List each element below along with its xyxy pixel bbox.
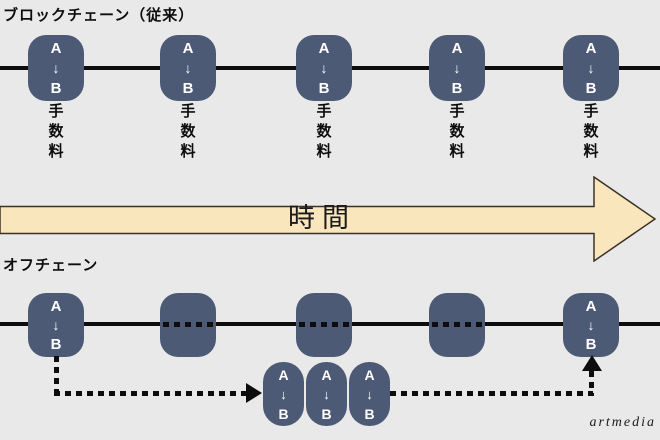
- right-arrowhead-icon: [246, 383, 262, 403]
- receiver-label: B: [364, 406, 375, 422]
- offchain-empty-node: [160, 293, 216, 357]
- receiver-label: B: [182, 80, 194, 97]
- sender-label: A: [321, 367, 332, 383]
- down-arrow-icon: ↓: [587, 60, 595, 76]
- down-arrow-icon: ↓: [320, 60, 328, 76]
- time-arrow: [0, 176, 657, 262]
- receiver-label: B: [585, 80, 597, 97]
- blockchain-transaction-node: A ↓ B: [429, 35, 485, 101]
- blockchain-transaction-node: A ↓ B: [160, 35, 216, 101]
- down-arrow-icon: ↓: [366, 386, 373, 402]
- dotted-skip-line: [432, 322, 482, 327]
- sender-label: A: [585, 298, 597, 315]
- sender-label: A: [585, 40, 597, 57]
- offchain-empty-node: [296, 293, 352, 357]
- offchain-section-title: オフチェーン: [3, 257, 99, 274]
- fee-label: 手数料: [180, 103, 196, 160]
- blockchain-transaction-node: A ↓ B: [296, 35, 352, 101]
- dotted-path-horizontal-right: [390, 391, 593, 396]
- receiver-label: B: [50, 80, 62, 97]
- down-arrow-icon: ↓: [52, 60, 60, 76]
- fee-label: 手数料: [48, 103, 64, 160]
- dotted-skip-line: [163, 322, 213, 327]
- offchain-start-node: A ↓ B: [28, 293, 84, 357]
- receiver-label: B: [585, 336, 597, 353]
- offchain-batched-transaction: A ↓ B: [263, 362, 304, 426]
- blockchain-transaction-node: A ↓ B: [28, 35, 84, 101]
- up-arrowhead-icon: [582, 355, 602, 371]
- receiver-label: B: [318, 80, 330, 97]
- sender-label: A: [318, 40, 330, 57]
- down-arrow-icon: ↓: [323, 386, 330, 402]
- sender-label: A: [364, 367, 375, 383]
- fee-label: 手数料: [583, 103, 599, 160]
- dotted-path-horizontal-left: [54, 391, 248, 396]
- blockchain-transaction-node: A ↓ B: [563, 35, 619, 101]
- dotted-path-down: [54, 356, 59, 394]
- down-arrow-icon: ↓: [52, 317, 60, 333]
- offchain-batched-transaction: A ↓ B: [306, 362, 347, 426]
- dotted-path-up: [589, 371, 594, 396]
- fee-label: 手数料: [449, 103, 465, 160]
- offchain-empty-node: [429, 293, 485, 357]
- sender-label: A: [50, 298, 62, 315]
- receiver-label: B: [278, 406, 289, 422]
- down-arrow-icon: ↓: [280, 386, 287, 402]
- down-arrow-icon: ↓: [453, 60, 461, 76]
- sender-label: A: [451, 40, 463, 57]
- receiver-label: B: [451, 80, 463, 97]
- fee-label: 手数料: [316, 103, 332, 160]
- dotted-skip-line: [299, 322, 349, 327]
- offchain-batched-transaction: A ↓ B: [349, 362, 390, 426]
- offchain-end-node: A ↓ B: [563, 293, 619, 357]
- down-arrow-icon: ↓: [587, 317, 595, 333]
- sender-label: A: [182, 40, 194, 57]
- watermark: artmedia: [589, 415, 656, 430]
- time-arrow-label: 時間: [288, 203, 356, 233]
- receiver-label: B: [50, 336, 62, 353]
- sender-label: A: [278, 367, 289, 383]
- sender-label: A: [50, 40, 62, 57]
- receiver-label: B: [321, 406, 332, 422]
- blockchain-section-title: ブロックチェーン（従来）: [3, 7, 195, 24]
- down-arrow-icon: ↓: [184, 60, 192, 76]
